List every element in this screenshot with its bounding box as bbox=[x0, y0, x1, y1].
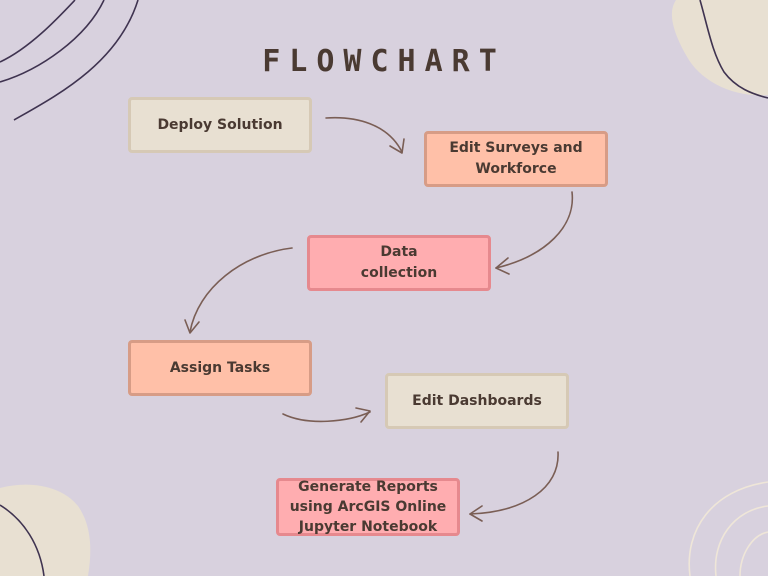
arrow-assign-tasks-to-edit-dashboards bbox=[282, 407, 371, 423]
node-label: Deploy Solution bbox=[157, 116, 283, 133]
node-assign-tasks: Assign Tasks bbox=[128, 340, 312, 396]
node-data-collection: Data collection bbox=[307, 235, 491, 291]
node-deploy-solution: Deploy Solution bbox=[128, 97, 312, 153]
arrow-data-collection-to-assign-tasks bbox=[184, 247, 293, 334]
node-label: Edit Dashboards bbox=[412, 392, 542, 409]
node-label: Generate Reports using ArcGIS Online Jup… bbox=[289, 479, 447, 535]
page-title: FLOWCHART bbox=[262, 44, 506, 79]
node-label: Data collection bbox=[360, 244, 438, 281]
corner-blob-top-right bbox=[671, 0, 768, 96]
node-label: Assign Tasks bbox=[169, 359, 271, 376]
node-edit-dashboards: Edit Dashboards bbox=[385, 373, 569, 429]
corner-blob-bottom-left bbox=[0, 484, 91, 576]
arrow-deploy-to-edit-surveys bbox=[325, 116, 405, 154]
arrow-edit-dashboards-to-generate-reports bbox=[469, 451, 559, 522]
node-generate-reports: Generate Reports using ArcGIS Online Jup… bbox=[276, 478, 460, 536]
arrow-edit-surveys-to-data-collection bbox=[495, 191, 574, 275]
node-label: Edit Surveys and Workforce bbox=[449, 140, 583, 177]
node-edit-surveys: Edit Surveys and Workforce bbox=[424, 131, 608, 187]
